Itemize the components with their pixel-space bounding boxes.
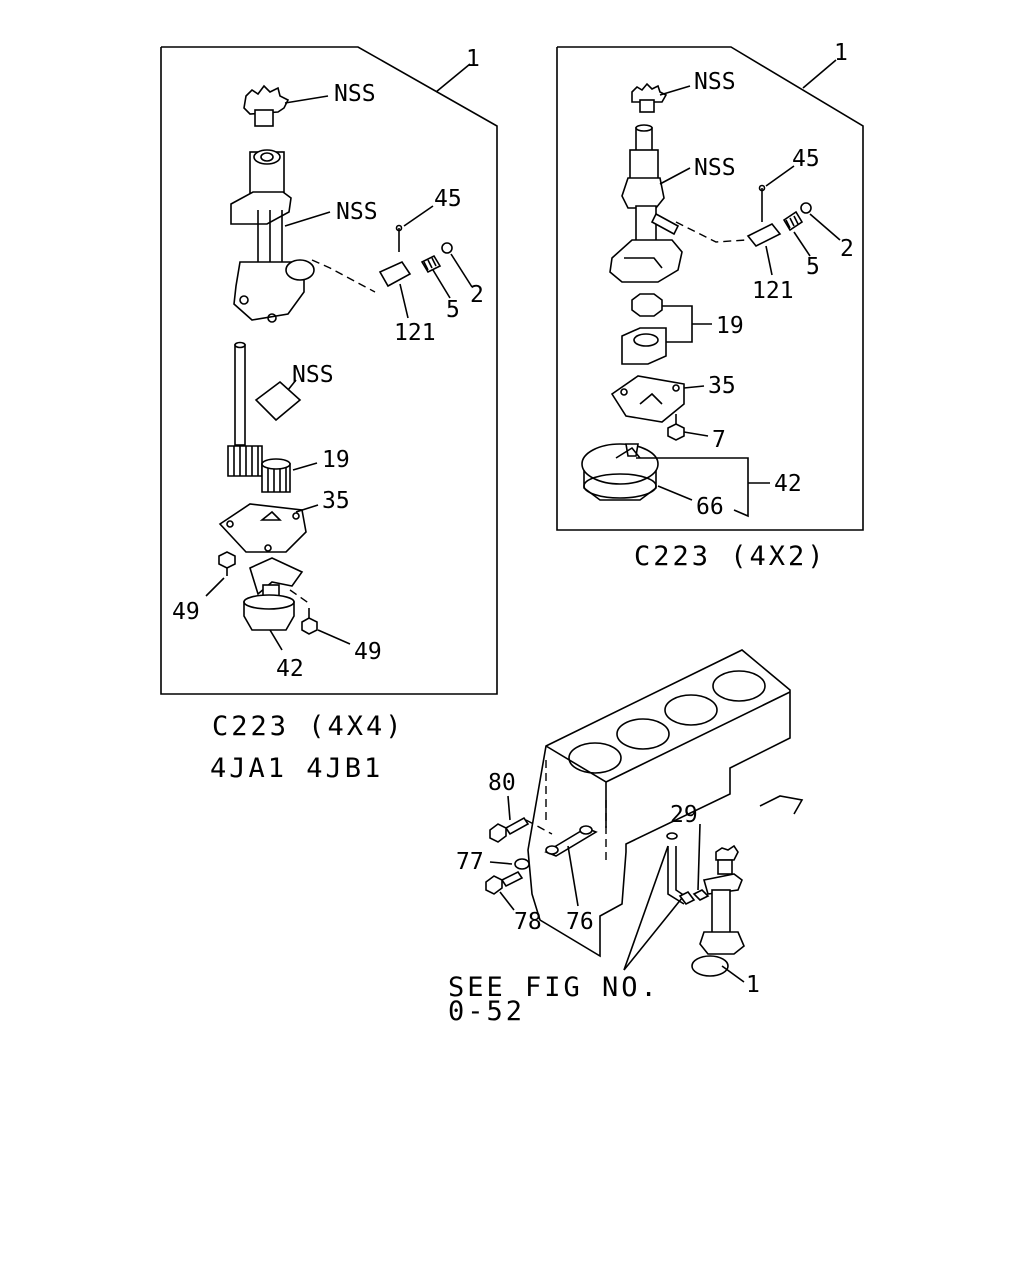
callout-4x2-nss-gear: NSS bbox=[694, 69, 736, 95]
callout-4x2-19: 19 bbox=[716, 313, 744, 339]
drive-gear-part bbox=[243, 84, 290, 127]
callout-4x2-66: 66 bbox=[696, 494, 724, 520]
callout-4x2-top: 1 bbox=[834, 40, 848, 66]
callout-4x4-nss-gear: NSS bbox=[334, 81, 376, 107]
bolt-78-part bbox=[485, 870, 524, 895]
callout-76: 76 bbox=[566, 909, 594, 935]
cylinder-bores bbox=[568, 670, 766, 774]
callout-4x2-5: 5 bbox=[806, 254, 820, 280]
callout-4x2-35: 35 bbox=[708, 373, 736, 399]
pump-cover-4x2-part bbox=[610, 375, 685, 423]
callout-4x2-7: 7 bbox=[712, 427, 726, 453]
oil-strainer-part bbox=[243, 557, 304, 631]
callout-4x4-nss-shaft: NSS bbox=[292, 362, 334, 388]
callout-4x4-top: 1 bbox=[466, 46, 480, 72]
bolt-80-part bbox=[489, 816, 530, 843]
callout-77: 77 bbox=[456, 849, 484, 875]
callout-4x4-2: 2 bbox=[470, 282, 484, 308]
pump-body-4x2-part bbox=[609, 124, 683, 283]
callout-4x2-42: 42 bbox=[774, 471, 802, 497]
callout-78: 78 bbox=[514, 909, 542, 935]
callout-4x4-49b: 49 bbox=[354, 639, 382, 665]
caption-4x4-engines: 4JA1 4JB1 bbox=[210, 753, 383, 784]
bolt-7-part bbox=[667, 414, 685, 441]
see-fig-note: SEE FIG NO. bbox=[448, 972, 660, 1003]
callout-4x2-121: 121 bbox=[752, 278, 794, 304]
washer-77-part bbox=[514, 858, 530, 870]
cylinder-block-outline bbox=[527, 649, 791, 958]
driven-gear-part bbox=[261, 458, 291, 493]
panel-4x2-frame bbox=[556, 46, 864, 531]
callout-4x4-5: 5 bbox=[446, 297, 460, 323]
relief-valve-4x2-parts bbox=[746, 184, 812, 248]
pump-cover-part bbox=[218, 503, 307, 553]
callout-4x4-121: 121 bbox=[394, 320, 436, 346]
see-fig-number: 0-52 bbox=[448, 996, 525, 1027]
oil-strainer-4x2-part bbox=[581, 443, 659, 501]
callout-4x4-35: 35 bbox=[322, 488, 350, 514]
callout-4x2-nss-body: NSS bbox=[694, 155, 736, 181]
bracket-76-part bbox=[544, 825, 598, 857]
caption-4x2: C223 (4X2) bbox=[634, 541, 827, 572]
callout-4x4-45: 45 bbox=[434, 186, 462, 212]
engine-block-view: 80 76 77 78 29 bbox=[456, 649, 804, 998]
drive-gear-4x2-part bbox=[631, 82, 668, 113]
caption-4x4: C223 (4X4) bbox=[212, 711, 405, 742]
relief-valve-parts bbox=[378, 224, 453, 288]
pump-shaft-part bbox=[227, 341, 263, 477]
panel-4x2: 1 NSS NSS 45 2 bbox=[556, 40, 864, 531]
callout-80: 80 bbox=[488, 770, 516, 796]
callout-29: 29 bbox=[670, 802, 698, 828]
rotor-set-part bbox=[621, 293, 667, 365]
bolt-49b-part bbox=[301, 608, 318, 635]
panel-4x4: 1 NSS NSS bbox=[160, 46, 498, 695]
callout-4x4-19: 19 bbox=[322, 447, 350, 473]
callout-4x4-42: 42 bbox=[276, 656, 304, 682]
callout-4x2-2: 2 bbox=[840, 236, 854, 262]
panel-4x4-frame bbox=[160, 46, 498, 695]
callout-1-engine: 1 bbox=[746, 972, 760, 998]
callout-4x4-49a: 49 bbox=[172, 599, 200, 625]
bolt-49a-part bbox=[218, 551, 236, 576]
pump-body-part bbox=[230, 149, 315, 323]
oil-pipe-part bbox=[666, 832, 696, 906]
callout-4x4-nss-body: NSS bbox=[336, 199, 378, 225]
pump-assembly-part bbox=[691, 844, 745, 977]
callout-4x2-45: 45 bbox=[792, 146, 820, 172]
